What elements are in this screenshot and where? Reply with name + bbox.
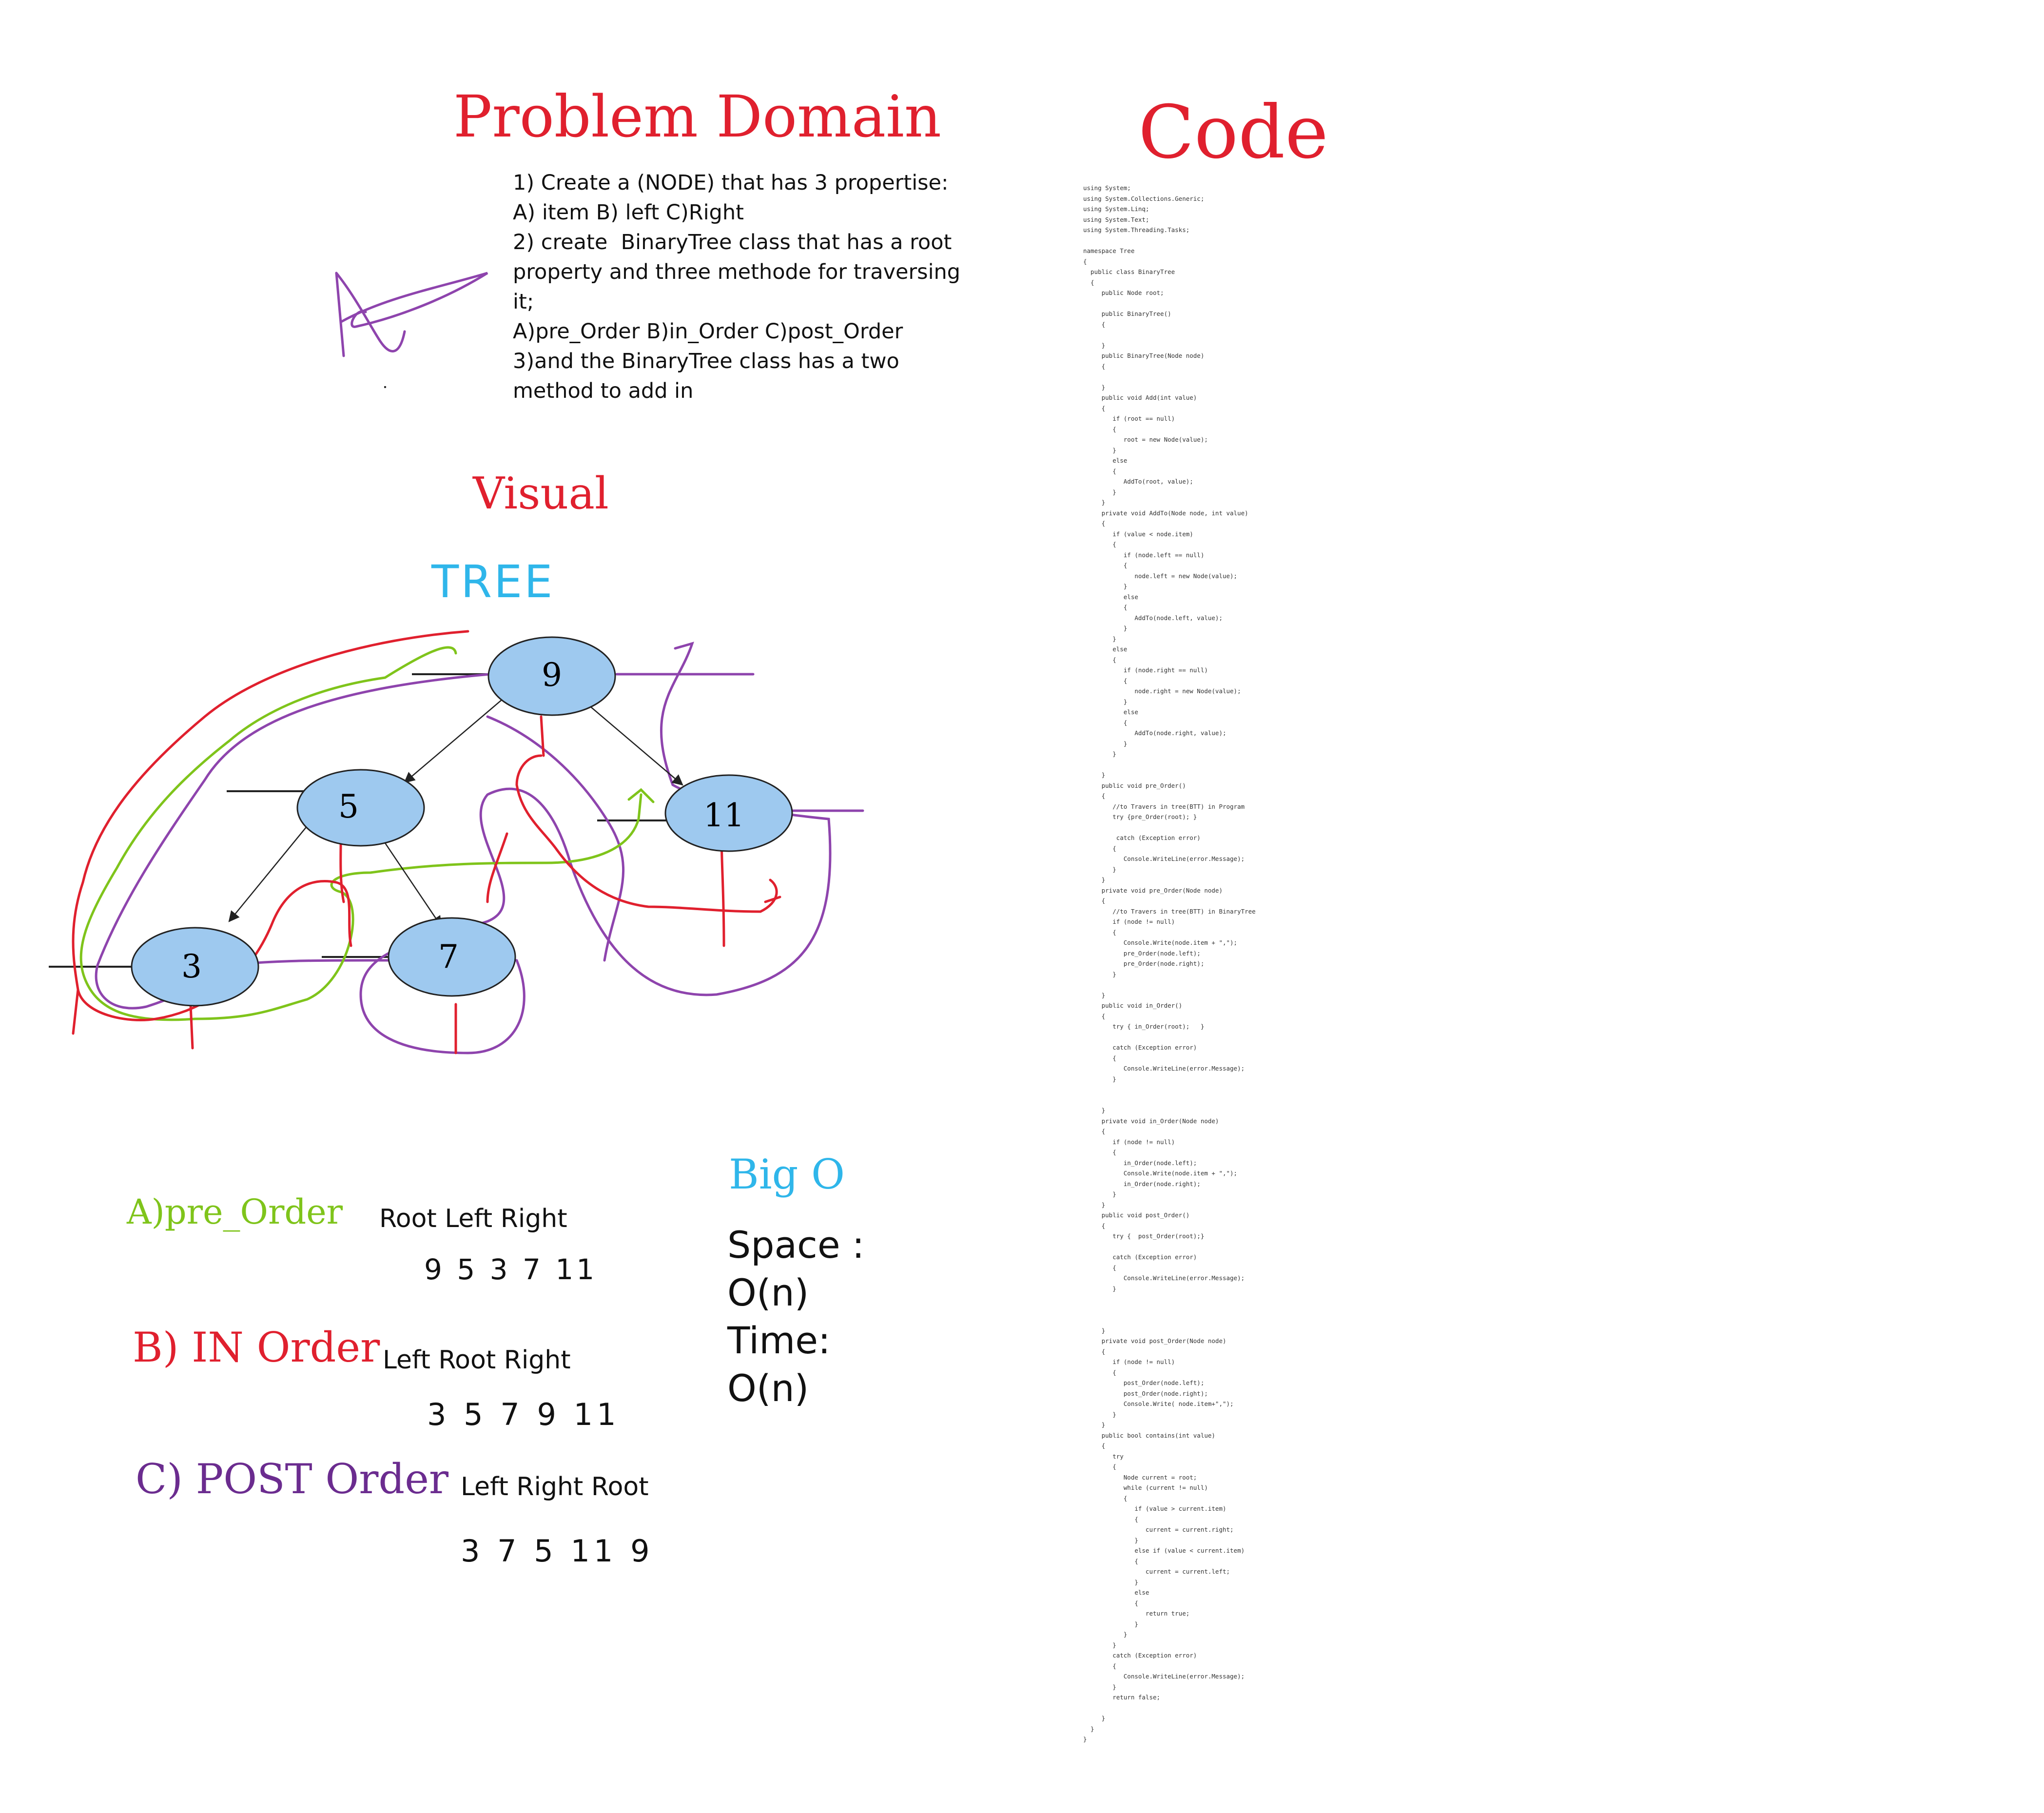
node-circle (296, 769, 425, 847)
tree-heading: TREE (431, 556, 555, 608)
problem-line: method to add in (513, 379, 694, 403)
post-order-curve (486, 715, 625, 962)
node-label: 5 (338, 788, 359, 825)
node-circle (388, 917, 516, 997)
pre-order-label: A)pre_Order (127, 1192, 343, 1232)
visual-heading: Visual (473, 468, 609, 519)
in-order-description: Left Root Right (383, 1345, 571, 1375)
big-o-heading: Big O (729, 1150, 845, 1198)
node-circle (664, 774, 793, 852)
problem-line: 3)and the BinaryTree class has a two (513, 349, 899, 373)
tree-diagram: 9 5 11 3 7 (49, 630, 864, 1054)
tree-node-11: 11 (664, 774, 793, 852)
tree-nodes: 9 5 11 3 7 (131, 636, 793, 1007)
code-listing: using System; using System.Collections.G… (1083, 184, 1256, 1743)
edge-9-11 (584, 702, 683, 786)
edge-5-3 (228, 814, 317, 922)
problem-line: 1) Create a (NODE) that has 3 propertise… (513, 171, 949, 195)
node-label: 11 (703, 797, 744, 834)
problem-description: 1) Create a (NODE) that has 3 propertise… (513, 168, 991, 406)
post-order-sequence: 3 7 5 11 9 (461, 1533, 654, 1569)
tree-node-7: 7 (388, 917, 516, 997)
problem-line: property and three methode for traversin… (513, 260, 961, 284)
tree-node-5: 5 (296, 769, 425, 847)
in-order-curve (454, 754, 781, 1054)
edge-9-5 (404, 699, 503, 783)
stray-dot (384, 386, 386, 388)
node-circle (131, 927, 259, 1007)
node-label: 7 (438, 938, 459, 975)
node-circle (487, 636, 616, 716)
pre-order-description: Root Left Right (379, 1204, 567, 1233)
problem-domain-heading: Problem Domain (453, 83, 941, 150)
time-value: O(n) (727, 1366, 809, 1410)
node-label: 3 (181, 948, 202, 985)
post-order-description: Left Right Root (461, 1472, 649, 1501)
in-order-sequence: 3 5 7 9 11 (427, 1397, 620, 1432)
tree-edges (228, 699, 683, 927)
node-label: 9 (542, 656, 562, 694)
pre-order-curve (79, 646, 655, 1021)
tree-node-3: 3 (131, 927, 259, 1007)
pre-order-sequence: 9 5 3 7 11 (424, 1253, 598, 1286)
code-heading: Code (1138, 90, 1328, 175)
tree-node-9: 9 (487, 636, 616, 716)
problem-line: A)pre_Order B)in_Order C)post_Order (513, 319, 903, 344)
signature-scribble (335, 272, 488, 357)
in-order-curve (72, 832, 508, 1035)
big-o-block: Space : O(n) Time: O(n) (727, 1221, 864, 1412)
space-value: O(n) (727, 1271, 809, 1314)
space-label: Space : (727, 1223, 865, 1267)
problem-line: it; (513, 290, 534, 314)
pre-order-path (79, 646, 655, 1021)
in-order-label: B) IN Order (133, 1324, 380, 1371)
problem-line: 2) create BinaryTree class that has a ro… (513, 230, 952, 254)
in-order-path (72, 630, 781, 1054)
time-label: Time: (727, 1319, 831, 1362)
problem-line: A) item B) left C)Right (513, 200, 744, 225)
post-order-curve (95, 673, 491, 1010)
post-order-label: C) POST Order (136, 1455, 449, 1503)
